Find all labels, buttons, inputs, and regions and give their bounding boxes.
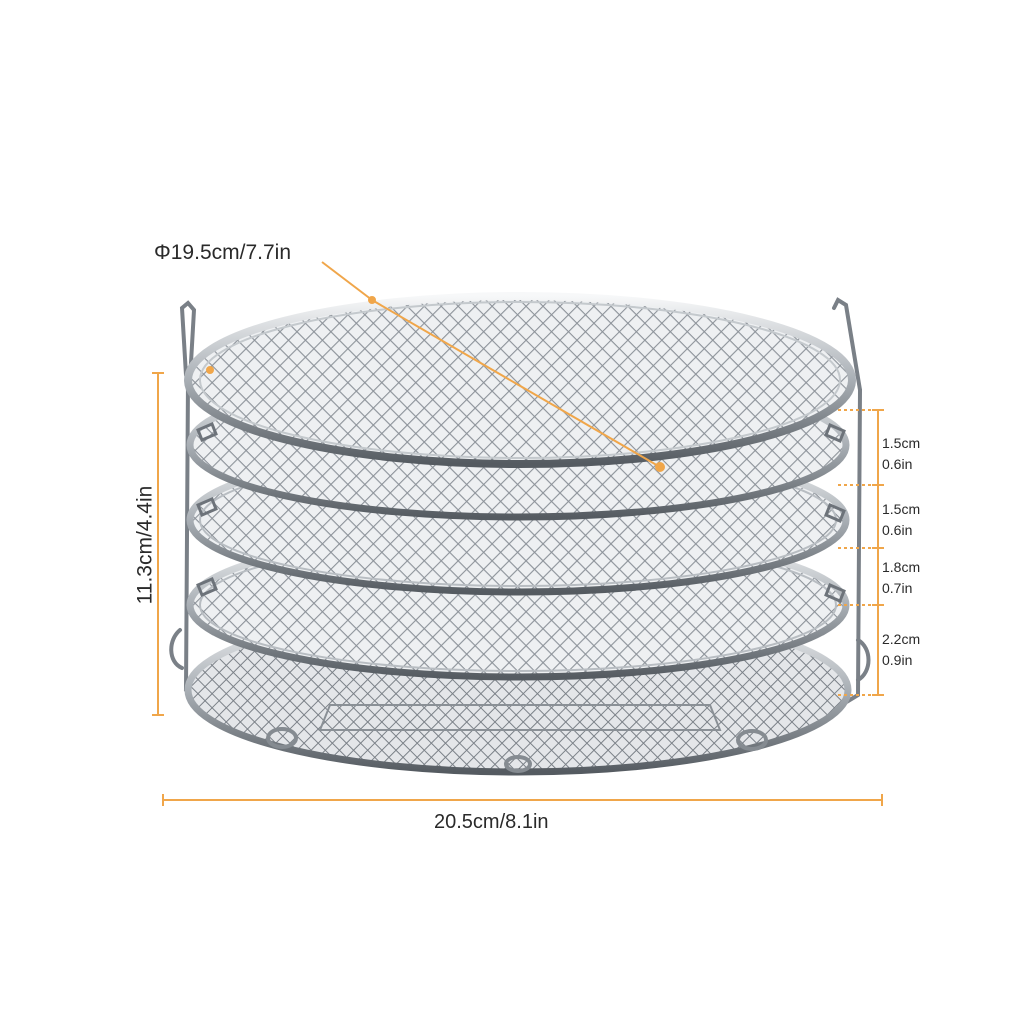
height-dimension-line [152,372,164,716]
tier-spacing-3: 1.8cm 0.7in [882,557,920,599]
tier-spacing-1-in: 0.6in [882,456,913,472]
tier-spacing-4: 2.2cm 0.9in [882,629,920,671]
tier-spacing-2-cm: 1.5cm [882,501,921,517]
width-dimension-line [162,794,883,806]
tier-spacing-4-in: 0.9in [882,652,913,668]
tier-spacing-2-in: 0.6in [882,522,913,538]
tier-spacing-1-cm: 1.5cm [882,435,921,451]
tier-spacing-3-cm: 1.8cm [882,559,921,575]
tier-spacing-4-cm: 2.2cm [882,631,921,647]
spacing-dimension-line [838,409,884,696]
rack-tier-1 [184,292,856,468]
diameter-label: Φ19.5cm/7.7in [154,241,291,264]
height-label: 11.3cm/4.4in [133,485,157,605]
tier-spacing-1: 1.5cm 0.6in [882,433,920,475]
width-label: 20.5cm/8.1in [434,811,549,833]
tier-spacing-3-in: 0.7in [882,580,913,596]
tier-spacing-2: 1.5cm 0.6in [882,499,920,541]
diameter-dimension-line [206,261,665,472]
side-clips [196,422,846,603]
